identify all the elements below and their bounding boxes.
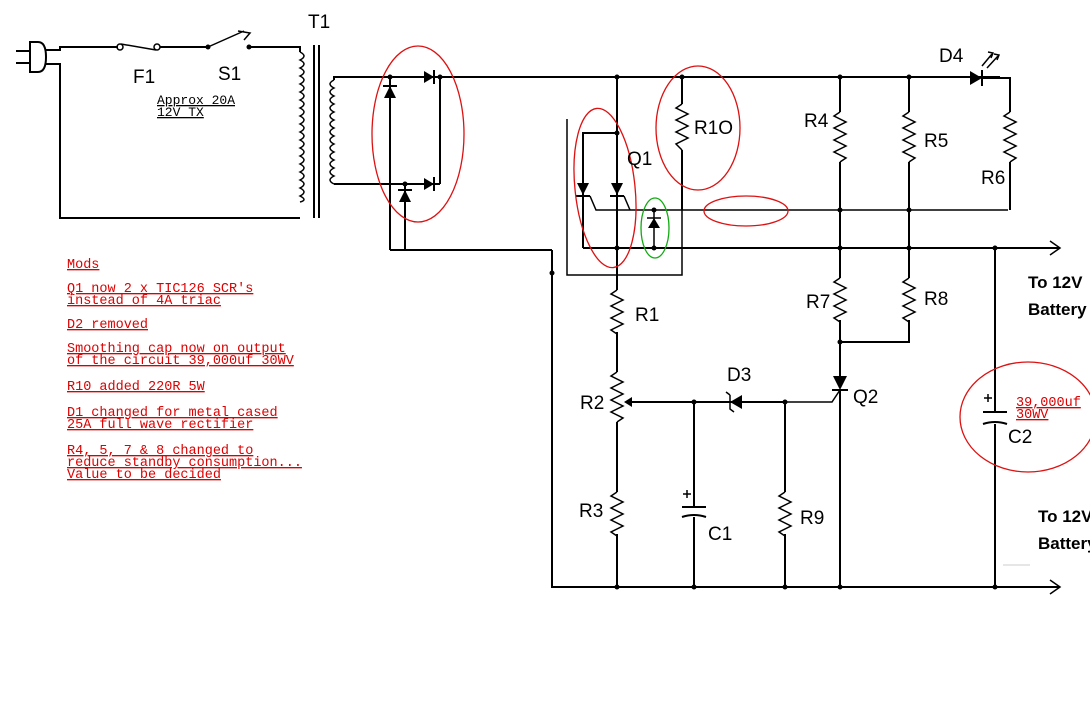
label-c2-value-line2: 30WV [1016, 408, 1049, 423]
switch-s1 [205, 30, 301, 52]
label-c2-value-line1: 39,000uf [1016, 396, 1081, 411]
note-line: R4, 5, 7 & 8 changed to [67, 444, 253, 459]
highlight-q1 [573, 107, 637, 269]
note-line: Q1 now 2 x TIC126 SCR's [67, 282, 253, 297]
label-d3: D3 [727, 365, 751, 386]
label-output-top-line2: Battery [1028, 300, 1087, 319]
label-output-top-line1: To 12V [1028, 273, 1083, 292]
note-line: Value to be decided [67, 468, 221, 483]
mods-notes: Mods Q1 now 2 x TIC126 SCR's instead of … [67, 258, 302, 483]
highlight-gate-diode [640, 197, 670, 259]
note-line: D2 removed [67, 318, 148, 333]
note-line: instead of 4A triac [67, 294, 221, 309]
label-r1: R1 [635, 305, 659, 326]
label-r6: R6 [981, 168, 1005, 189]
label-r4: R4 [804, 111, 829, 132]
output-arrow-bottom [1049, 579, 1062, 595]
label-d4: D4 [939, 46, 964, 67]
led-d4 [970, 51, 1011, 112]
fuse-f1 [116, 43, 207, 51]
resistor-r4 [832, 74, 848, 278]
label-r8: R8 [924, 289, 948, 310]
mains-plug [16, 41, 300, 219]
highlight-wire [703, 195, 789, 227]
output-arrow-top [1049, 240, 1062, 256]
transformer-t1 [298, 45, 336, 218]
label-s1: S1 [218, 64, 241, 85]
resistor-r10 [674, 74, 690, 210]
resistor-r5 [901, 74, 917, 278]
potentiometer-r2 [609, 371, 785, 492]
highlight-c2 [959, 361, 1090, 473]
resistor-r6 [1002, 111, 1018, 210]
label-f1: F1 [133, 67, 155, 88]
label-tx-line2: 12V TX [157, 105, 204, 120]
resistor-r1 [609, 289, 625, 372]
highlight-bridge [371, 45, 465, 223]
label-tx-line1: Approx 20A [157, 93, 235, 108]
label-r3: R3 [579, 501, 603, 522]
resistor-r8 [840, 245, 917, 343]
highlight-r10 [655, 65, 741, 191]
label-output-bottom-line2: Battery [1038, 534, 1090, 553]
bridge-rectifier [383, 70, 552, 251]
label-r7: R7 [806, 292, 830, 313]
note-line: R10 added 220R 5W [67, 380, 206, 395]
resistor-r9 [777, 402, 793, 587]
notes-title: Mods [67, 258, 99, 273]
label-t1: T1 [308, 12, 330, 33]
capacitor-c1 [681, 402, 707, 587]
label-q2: Q2 [853, 387, 878, 408]
label-r2: R2 [580, 393, 604, 414]
label-q1: Q1 [627, 149, 652, 170]
note-line: 25A full wave rectifier [67, 418, 253, 433]
label-output-bottom-line1: To 12V [1038, 507, 1090, 526]
label-r9: R9 [800, 508, 824, 529]
note-line: of the circuit 39,000uf 30WV [67, 354, 295, 369]
scr-q2 [785, 376, 848, 587]
label-c1: C1 [708, 524, 732, 545]
resistor-r3 [609, 491, 625, 587]
note-line: reduce standby consumption... [67, 456, 302, 471]
label-r5: R5 [924, 131, 948, 152]
label-r10: R1O [694, 118, 733, 139]
label-c2: C2 [1008, 427, 1032, 448]
note-line: D1 changed for metal cased [67, 406, 278, 421]
scr-q1 [566, 74, 1060, 290]
capacitor-c2 [982, 245, 1008, 590]
note-line: Smoothing cap now on output [67, 342, 286, 357]
